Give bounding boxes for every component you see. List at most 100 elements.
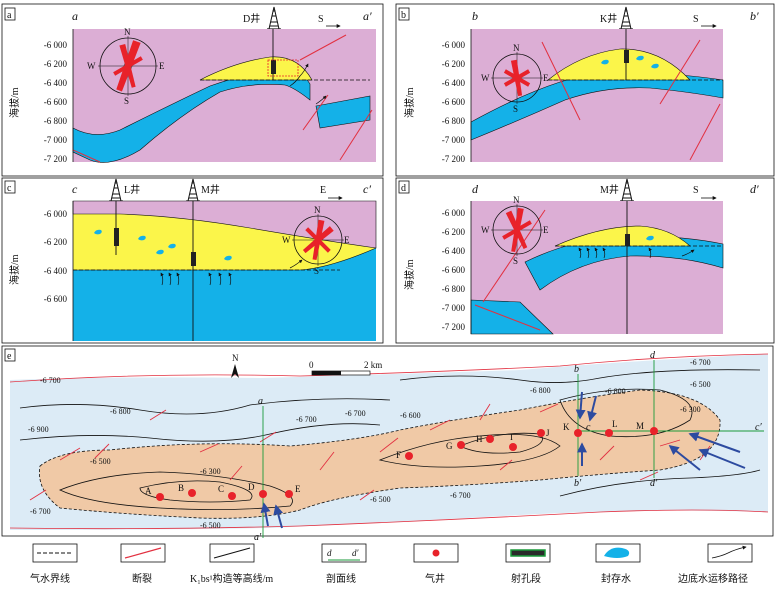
svg-text:-6 900: -6 900	[28, 425, 49, 434]
rose-north-label: N	[124, 27, 131, 37]
fracture-rose-diagram: N S E W	[282, 205, 350, 276]
gas-well-d[interactable]: D	[248, 482, 267, 498]
svg-text:J: J	[546, 428, 550, 438]
gas-well-l[interactable]: L	[605, 419, 618, 437]
gas-well-e[interactable]: E	[285, 484, 301, 498]
svg-text:S: S	[513, 256, 518, 266]
svg-text:-7 000: -7 000	[442, 303, 466, 313]
fault-line	[299, 34, 347, 61]
scale-bar: 0 2 km	[309, 360, 382, 376]
section-a-left-label: a	[72, 9, 78, 23]
svg-text:-6 600: -6 600	[442, 265, 466, 275]
gas-well-h[interactable]: H	[476, 434, 494, 444]
svg-text:-6 000: -6 000	[442, 40, 466, 50]
svg-text:-7 000: -7 000	[44, 135, 68, 145]
fault-line	[474, 304, 541, 331]
yellow-gas-zone	[547, 48, 691, 81]
yellow-gas-zone	[554, 225, 691, 247]
svg-text:F: F	[396, 450, 401, 460]
migration-path-icon	[315, 95, 327, 105]
well-m-label: M井	[600, 183, 619, 196]
north-arrow-icon: N	[231, 353, 239, 378]
direction-label-c: E	[320, 185, 326, 196]
gas-well-b[interactable]: B	[178, 483, 196, 497]
y-axis-label: 海拔/m	[8, 87, 21, 118]
svg-text:-6 400: -6 400	[442, 78, 466, 88]
legend: 气水界线 断裂 K₁bs¹构造等高线/m d d′ 剖面线 气井 射孔段	[30, 543, 753, 585]
svg-text:气井: 气井	[425, 572, 445, 585]
migration-path-icon	[289, 63, 309, 87]
legend-item-fault: 断裂	[120, 543, 166, 585]
legend-item-contour: K₁bs¹构造等高线/m	[190, 543, 273, 585]
fracture-rose-diagram: N S E W	[87, 27, 165, 106]
well-rig-icon	[266, 6, 282, 30]
svg-text:-6 200: -6 200	[442, 59, 466, 69]
blue-aquifer	[470, 71, 724, 141]
fault-line	[302, 94, 329, 131]
gas-well-j[interactable]: J	[537, 428, 550, 438]
svg-text:N: N	[513, 195, 520, 205]
panel-b: b b b′ K井 S N S E W -6	[395, 3, 775, 177]
well-d-label: D井	[243, 12, 260, 25]
svg-text:射孔段: 射孔段	[511, 572, 541, 585]
panel-b-tag: b	[401, 10, 406, 21]
legend-item-gas-water-boundary: 气水界线	[30, 543, 78, 585]
panel-c: c c c′ L井 M井 E	[1, 177, 384, 344]
svg-text:-6 500: -6 500	[90, 457, 111, 466]
svg-text:剖面线: 剖面线	[326, 572, 356, 585]
section-label: c	[586, 422, 591, 433]
svg-text:M: M	[636, 421, 644, 431]
fault-line	[659, 39, 701, 105]
panel-b-frame	[395, 3, 775, 177]
svg-text:气水界线: 气水界线	[30, 572, 70, 585]
perforation-icon	[624, 50, 629, 63]
fault-line	[689, 103, 721, 161]
section-label: b′	[574, 478, 582, 489]
y-ticks-b: -6 000 -6 200 -6 400 -6 600 -6 800 -7 00…	[442, 40, 466, 164]
well-k-label: K井	[600, 12, 617, 25]
svg-text:-6 400: -6 400	[44, 78, 68, 88]
svg-text:-6 700: -6 700	[345, 409, 366, 418]
section-d-right-label: d′	[750, 182, 759, 196]
gas-well-g[interactable]: G	[446, 441, 465, 451]
gas-well-f[interactable]: F	[396, 450, 413, 460]
perforation-icon	[625, 234, 630, 246]
svg-text:B: B	[178, 483, 184, 493]
section-label: a′	[254, 532, 262, 543]
svg-text:-6 600: -6 600	[400, 411, 421, 420]
fault-line	[541, 41, 581, 121]
migration-path-icon	[160, 259, 303, 286]
section-label: c′	[755, 422, 762, 433]
well-rig-icon	[619, 178, 635, 202]
svg-text:K₁bs¹构造等高线/m: K₁bs¹构造等高线/m	[190, 572, 273, 585]
svg-text:G: G	[446, 441, 453, 451]
svg-text:S: S	[513, 104, 518, 114]
panel-d: d d d′ M井 S N	[395, 177, 775, 344]
perforation-icon	[191, 252, 196, 266]
section-label: a	[258, 396, 263, 407]
panel-c-tag: c	[7, 183, 12, 194]
gas-well-m[interactable]: M	[636, 421, 658, 435]
y-axis-label: 海拔/m	[403, 259, 416, 290]
svg-text:C: C	[218, 484, 224, 494]
svg-text:2 km: 2 km	[364, 360, 382, 370]
section-c-right-label: c′	[363, 182, 371, 196]
gas-well-c[interactable]: C	[218, 484, 236, 500]
panel-a-frame	[1, 3, 384, 177]
gas-well-k[interactable]: K	[563, 422, 582, 437]
panel-d-frame	[395, 177, 775, 344]
svg-text:H: H	[476, 434, 483, 444]
svg-text:-6 200: -6 200	[44, 237, 68, 247]
svg-text:N: N	[232, 353, 239, 363]
rose-east-label: E	[159, 61, 165, 71]
migration-path-icon	[578, 247, 695, 259]
svg-text:-6 600: -6 600	[44, 97, 68, 107]
section-label: d	[650, 350, 656, 361]
section-label: b	[574, 364, 579, 375]
y-ticks-c: -6 000 -6 200 -6 400 -6 600	[44, 209, 68, 304]
direction-label-d: S	[693, 185, 699, 196]
legend-item-section-line: d d′ 剖面线	[321, 543, 367, 585]
svg-text:-6 700: -6 700	[450, 491, 471, 500]
gas-well-a[interactable]: A	[145, 486, 164, 501]
gas-well-i[interactable]: I	[509, 432, 517, 451]
